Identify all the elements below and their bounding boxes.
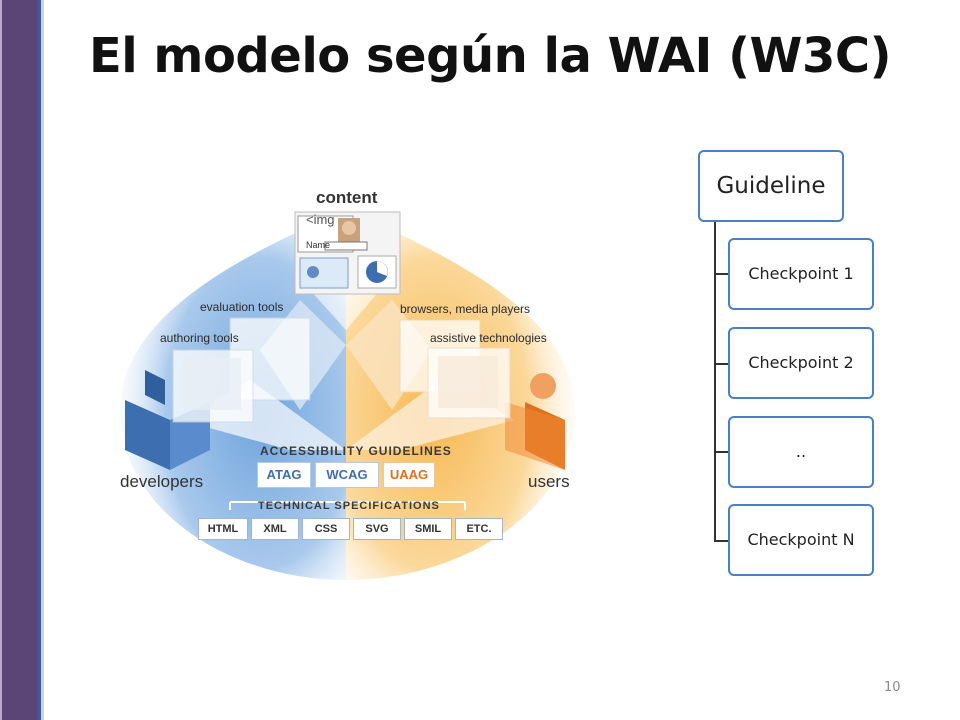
users-label: users bbox=[528, 472, 570, 491]
spec-html: HTML bbox=[198, 518, 248, 540]
checkpoint-ellipsis-node: .. bbox=[728, 416, 874, 488]
guideline-atag: ATAG bbox=[257, 462, 311, 488]
checkpoint-n-node: Checkpoint N bbox=[728, 504, 874, 576]
browsers-media-players-label: browsers, media players bbox=[400, 302, 531, 316]
hierarchy-branch-line bbox=[714, 451, 728, 453]
spec-etc: ETC. bbox=[455, 518, 503, 540]
hierarchy-branch-line bbox=[714, 273, 728, 275]
technical-specifications-heading: TECHNICAL SPECIFICATIONS bbox=[258, 500, 440, 512]
weather-widget-icon bbox=[299, 257, 349, 289]
hierarchy-branch-line bbox=[714, 363, 728, 365]
spec-xml: XML bbox=[251, 518, 299, 540]
guideline-uaag: UAAG bbox=[383, 462, 435, 488]
guideline-hierarchy: Guideline Checkpoint 1 Checkpoint 2 .. C… bbox=[690, 150, 890, 590]
developers-box-icon bbox=[125, 400, 170, 470]
spec-svg: SVG bbox=[353, 518, 401, 540]
assistive-technologies-label: assistive technologies bbox=[430, 331, 547, 345]
wai-components-diagram: content <img Name evaluation tools autho… bbox=[110, 180, 590, 585]
spec-smil: SMIL bbox=[404, 518, 452, 540]
left-decorative-bar bbox=[0, 0, 44, 720]
hierarchy-branch-line bbox=[714, 540, 728, 542]
hierarchy-trunk-line bbox=[714, 222, 716, 542]
user-head-icon bbox=[530, 373, 556, 399]
content-label: content bbox=[316, 188, 378, 207]
guideline-wcag: WCAG bbox=[315, 462, 379, 488]
authoring-tools-label: authoring tools bbox=[160, 331, 239, 345]
wai-diagram-graphic bbox=[120, 210, 575, 580]
img-tag-label: <img bbox=[306, 212, 335, 227]
name-field-label: Name bbox=[306, 240, 331, 250]
accessibility-guidelines-heading: ACCESSIBILITY GUIDELINES bbox=[260, 444, 452, 458]
slide-number: 10 bbox=[884, 680, 901, 695]
spec-css: CSS bbox=[302, 518, 350, 540]
page-title: El modelo según la WAI (W3C) bbox=[88, 28, 892, 84]
developers-label: developers bbox=[120, 472, 204, 491]
guideline-node: Guideline bbox=[698, 150, 844, 222]
evaluation-tools-label: evaluation tools bbox=[200, 300, 284, 314]
checkpoint-2-node: Checkpoint 2 bbox=[728, 327, 874, 399]
checkpoint-1-node: Checkpoint 1 bbox=[728, 238, 874, 310]
